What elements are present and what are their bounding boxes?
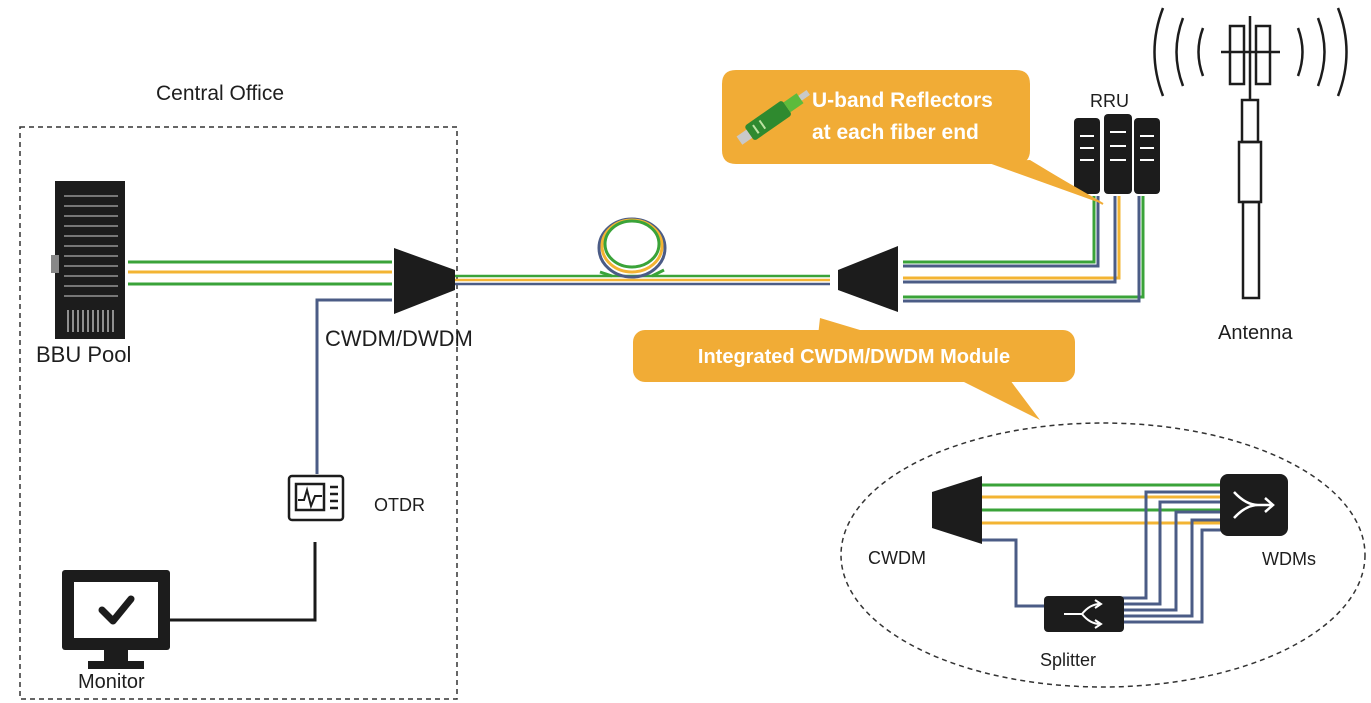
fiber-otdr-tap [315,298,392,474]
inset-multiplexer-icon [932,476,982,544]
cell-tower-icon [1153,7,1348,300]
server-rack-icon [51,181,125,339]
callout-module-text: Integrated CWDM/DWDM Module [698,346,1010,368]
otdr-label: OTDR [374,495,425,515]
inset-splitter-label: Splitter [1040,650,1096,670]
rru-label: RRU [1090,91,1129,111]
otdr-instrument-icon [287,474,345,522]
cwdm-dwdm-label: CWDM/DWDM [325,326,473,351]
splitter-icon [1044,596,1124,632]
reflectors-callout [722,70,1104,205]
inset-cwdm-label: CWDM [868,548,926,568]
inset-wdms-label: WDMs [1262,549,1316,569]
callout-reflectors-line2: at each fiber end [812,121,979,144]
remote-multiplexer-icon [838,246,898,312]
module-callout [633,318,1075,420]
fiber-trunk [455,274,830,286]
central-office-boundary [19,126,458,700]
antenna-label: Antenna [1218,322,1293,344]
rru-unit-icon [1074,114,1160,194]
central-office-label: Central Office [156,82,284,105]
monitor-check-icon [62,570,170,669]
cable-otdr-monitor [170,542,317,622]
bbu-pool-label: BBU Pool [36,342,131,367]
fiber-bundle-bbu [128,260,392,286]
monitor-label: Monitor [78,671,145,693]
fiber-connector-icon [736,89,810,145]
module-detail-boundary [840,422,1366,688]
inset-fibers [982,483,1221,624]
wdm-coupler-icon [1220,474,1288,536]
fiber-bundle-rru [903,196,1145,303]
multiplexer-icon [394,248,455,314]
callout-reflectors-line1: U-band Reflectors [812,89,993,112]
fiber-spool-icon [597,217,667,279]
